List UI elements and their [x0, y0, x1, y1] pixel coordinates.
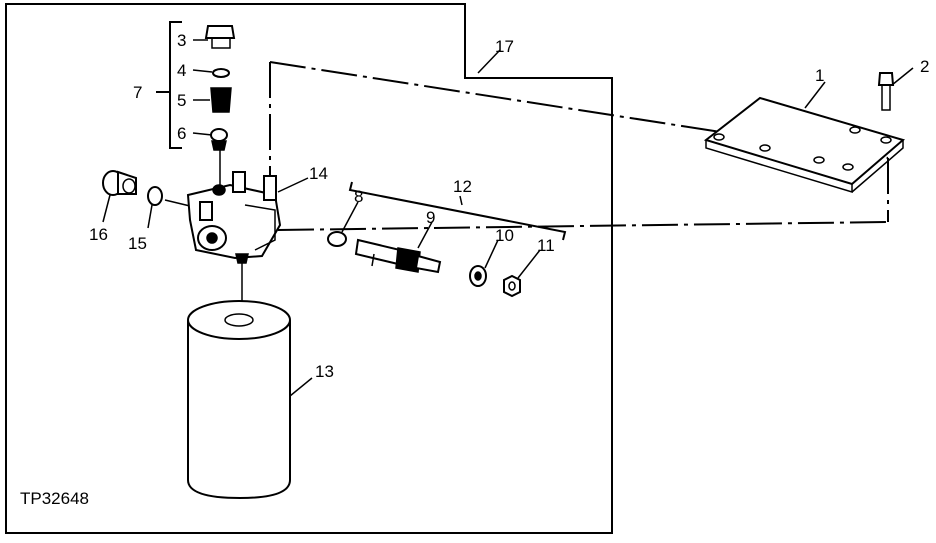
valve-9 — [354, 238, 442, 274]
callout-3: 3 — [177, 31, 186, 50]
callout-9: 9 — [426, 208, 435, 227]
filter-head — [186, 171, 282, 264]
leader-lines — [102, 39, 914, 397]
bracket-12 — [348, 181, 567, 241]
o-ring-8 — [327, 231, 347, 247]
callout-8: 8 — [354, 187, 363, 206]
callout-14: 14 — [309, 164, 328, 183]
callout-17: 17 — [495, 37, 514, 56]
callout-7: 7 — [133, 83, 142, 102]
bolt — [877, 72, 895, 111]
plug — [102, 170, 137, 196]
figure-code: TP32648 — [20, 489, 89, 508]
callout-12: 12 — [453, 177, 472, 196]
callout-13: 13 — [315, 362, 334, 381]
nut-11 — [503, 274, 521, 298]
mounting-plate — [703, 96, 906, 194]
panel-outline — [5, 3, 613, 534]
bracket-7 — [156, 21, 182, 149]
callout-16: 16 — [89, 225, 108, 244]
washer-10 — [469, 265, 487, 287]
callout-15: 15 — [128, 234, 147, 253]
callout-labels: 1 2 3 4 5 6 7 8 9 10 11 12 13 14 15 16 1… — [89, 31, 929, 381]
callout-10: 10 — [495, 226, 514, 245]
oil-filter — [187, 300, 291, 500]
callout-1: 1 — [815, 66, 824, 85]
callout-2: 2 — [920, 57, 929, 76]
callout-5: 5 — [177, 91, 186, 110]
callout-6: 6 — [177, 124, 186, 143]
callout-11: 11 — [537, 236, 555, 255]
callout-4: 4 — [177, 61, 186, 80]
relief-valve-parts — [204, 25, 236, 151]
o-ring-15 — [147, 186, 163, 206]
